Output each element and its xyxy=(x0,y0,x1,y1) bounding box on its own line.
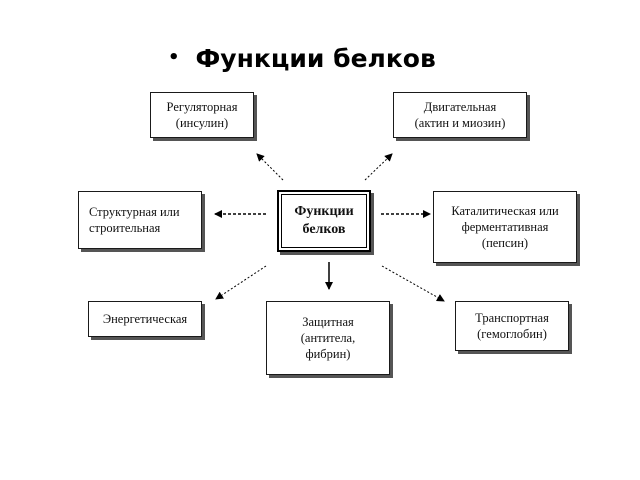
node-catalytic-line-3: (пепсин) xyxy=(481,236,529,250)
node-regulatory: Регуляторная (инсулин) xyxy=(150,92,254,138)
node-energy: Энергетическая xyxy=(88,301,202,337)
node-protective-line-1: Защитная xyxy=(302,315,354,329)
bullet-icon: • xyxy=(168,46,180,68)
node-catalytic-line-2: ферментативная xyxy=(461,220,549,234)
arrow-to-motor xyxy=(364,153,393,181)
node-center-line-1: Функции xyxy=(294,204,354,219)
node-center-line-2: белков xyxy=(302,222,346,237)
node-motor-line-2: (актин и миозин) xyxy=(414,116,506,130)
slide-title: Функции белков xyxy=(195,43,436,73)
node-regulatory-line-2: (инсулин) xyxy=(175,116,229,130)
node-regulatory-line-1: Регуляторная xyxy=(166,100,238,114)
node-protective: Защитная (антитела, фибрин) xyxy=(266,301,390,375)
node-protective-line-2: (антитела, xyxy=(300,331,356,345)
node-energy-line-1: Энергетическая xyxy=(102,312,188,326)
arrow-to-energy xyxy=(215,265,267,300)
node-structural-line-2: строительная xyxy=(89,221,161,235)
node-motor: Двигательная (актин и миозин) xyxy=(393,92,527,138)
arrow-to-regulatory xyxy=(256,153,284,181)
slide-title-row: • Функции белков xyxy=(168,40,436,76)
node-transport-line-2: (гемоглобин) xyxy=(477,327,547,341)
node-transport-line-1: Транспортная xyxy=(475,311,549,325)
node-center: Функции белков xyxy=(277,190,371,252)
node-transport: Транспортная (гемоглобин) xyxy=(455,301,569,351)
node-protective-line-3: фибрин) xyxy=(305,347,351,361)
node-motor-line-1: Двигательная xyxy=(423,100,497,114)
node-catalytic-line-1: Каталитическая или xyxy=(451,204,559,218)
arrow-to-transport xyxy=(381,265,445,302)
node-catalytic: Каталитическая или ферментативная (пепси… xyxy=(433,191,577,263)
node-structural-line-1: Структурная или xyxy=(89,205,180,219)
node-structural: Структурная или строительная xyxy=(78,191,202,249)
